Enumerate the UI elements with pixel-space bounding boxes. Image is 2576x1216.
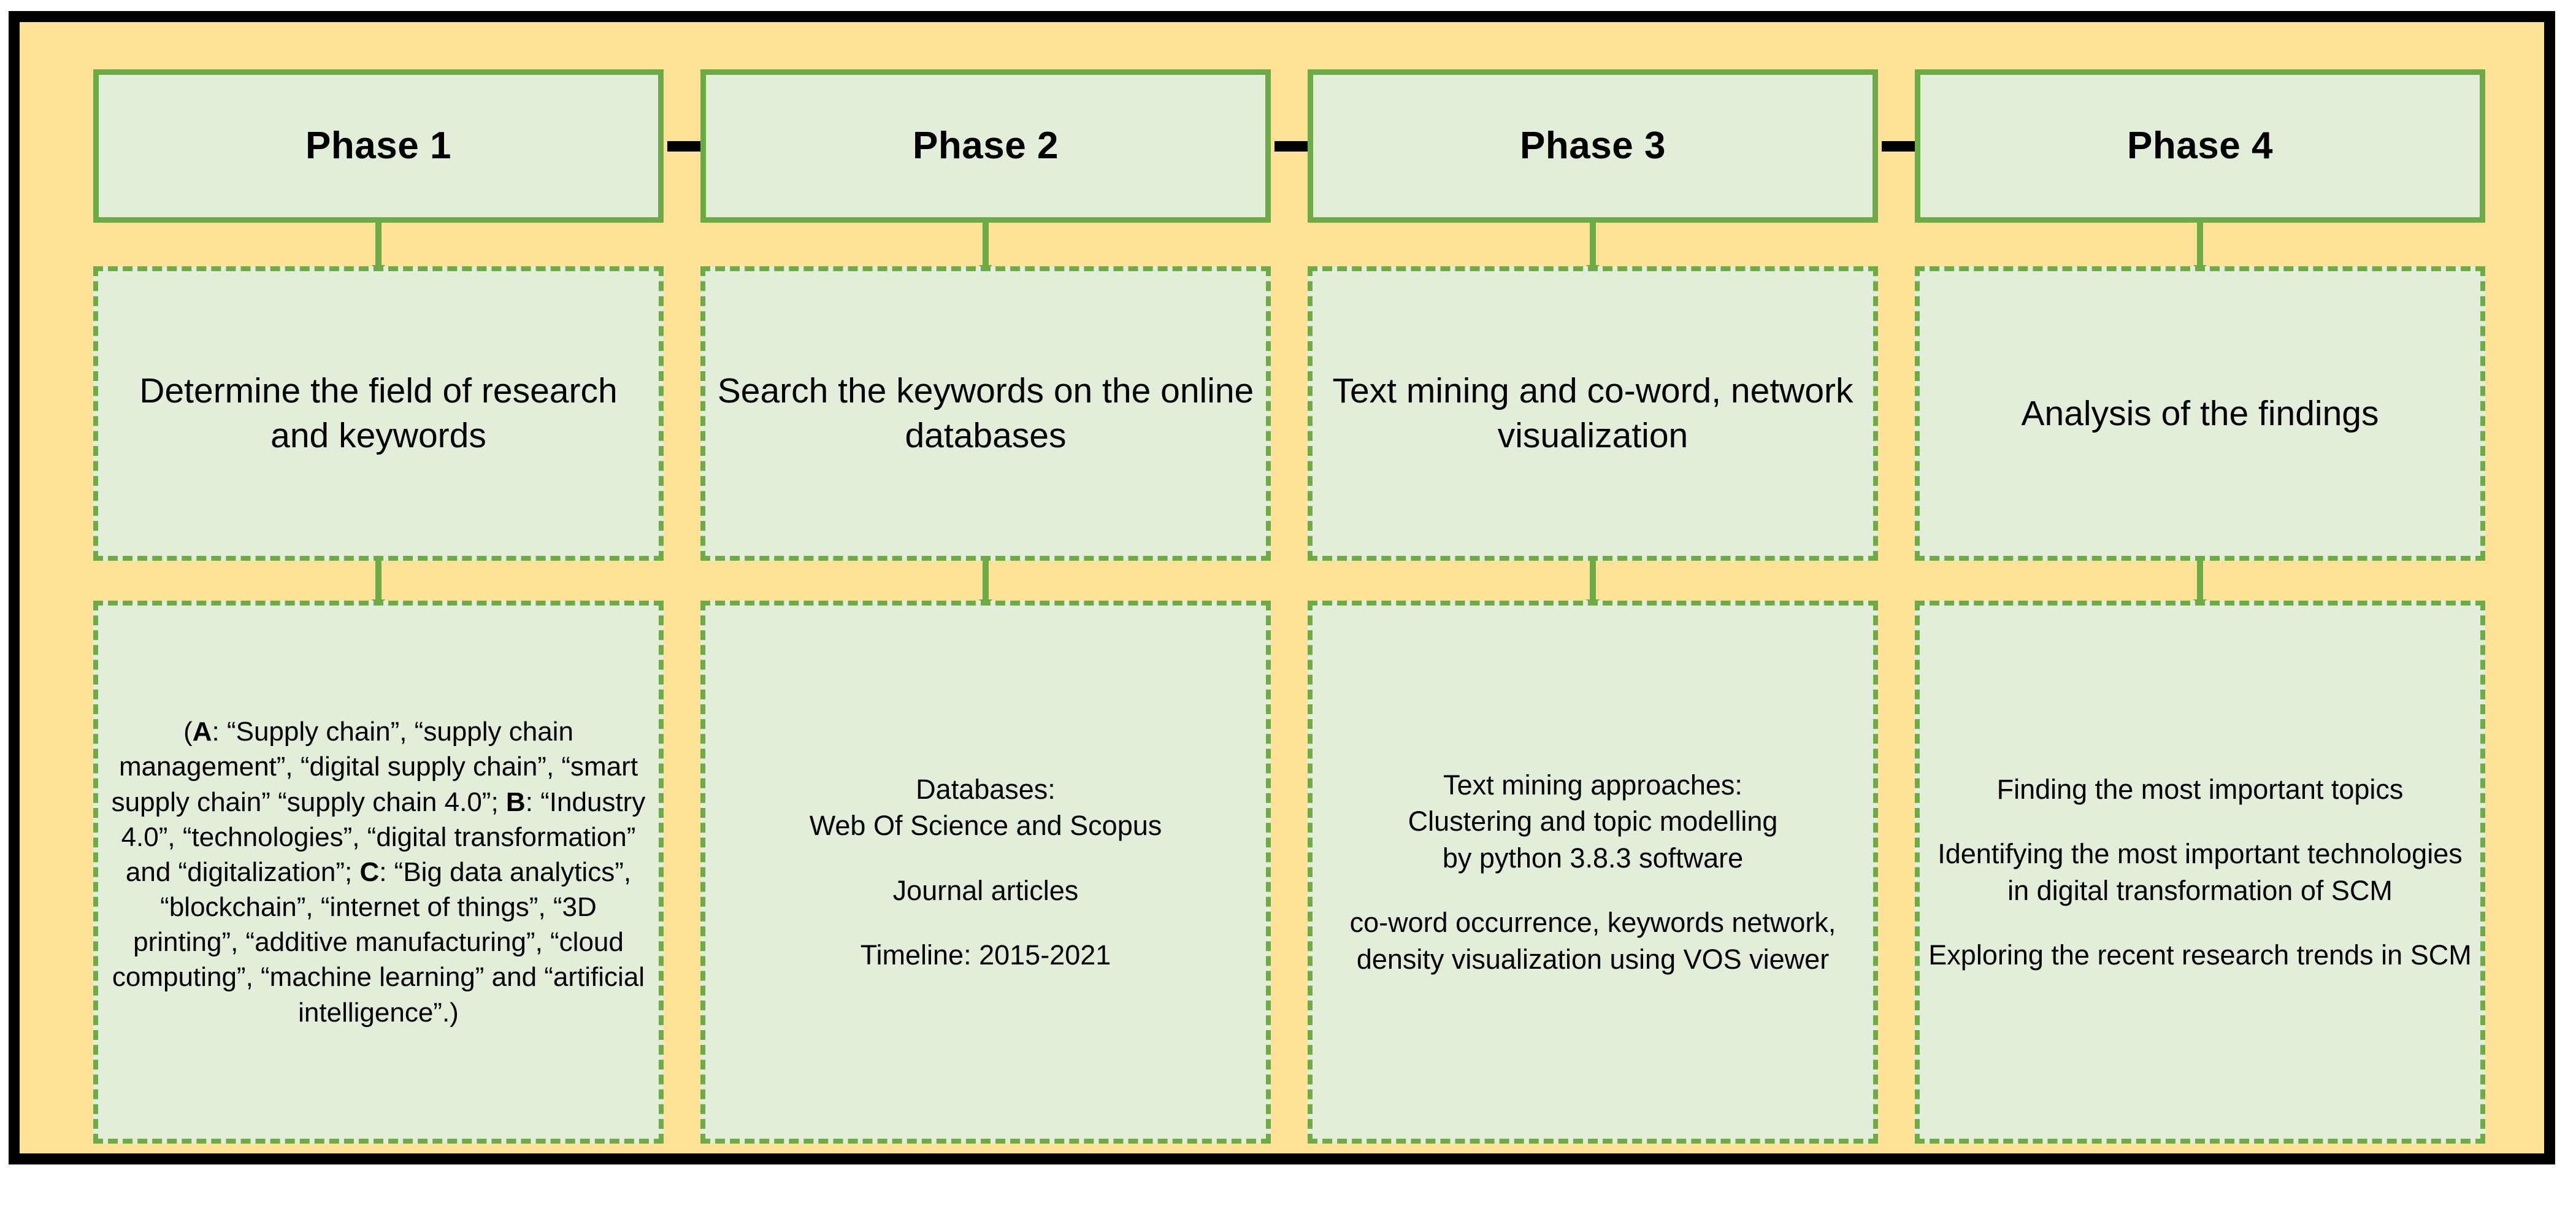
connector-header-to-activity-1 [375, 223, 381, 266]
activity-text-1: Determine the field of research and keyw… [139, 371, 618, 455]
detail-paragraph-text: (A: “Supply chain”, “supply chain manage… [111, 717, 646, 1028]
activity-text-4: Analysis of the findings [2021, 393, 2379, 433]
detail-paragraph-text: Identifying the most important technolog… [1938, 838, 2463, 906]
arrow-shaft [667, 140, 702, 152]
connector-activity-to-detail-4 [2197, 561, 2203, 601]
connector-header-to-activity-4 [2197, 223, 2203, 266]
detail-box-2[interactable]: Databases:Web Of Science and Scopus Jour… [700, 601, 1271, 1144]
activity-box-1[interactable]: Determine the field of research and keyw… [93, 266, 664, 561]
detail-paragraph: Databases:Web Of Science and Scopus [714, 771, 1257, 844]
detail-paragraph: Journal articles [714, 872, 1257, 909]
phase-column-1: Phase 1 Determine the field of research … [93, 22, 664, 1153]
detail-text-2: Databases:Web Of Science and Scopus Jour… [714, 771, 1257, 974]
detail-paragraph-text: Journal articles [892, 874, 1079, 906]
phase-header-label-1: Phase 1 [305, 125, 451, 167]
detail-paragraph-text: Exploring the recent research trends in … [1928, 939, 2472, 971]
detail-box-3[interactable]: Text mining approaches:Clustering and to… [1308, 601, 1878, 1144]
connector-header-to-activity-2 [983, 223, 989, 266]
phase-header-label-4: Phase 4 [2127, 125, 2273, 167]
detail-text-1: (A: “Supply chain”, “supply chain manage… [107, 714, 650, 1030]
phase-header-4[interactable]: Phase 4 [1915, 69, 2485, 223]
arrow-shaft [1882, 140, 1916, 152]
connector-activity-to-detail-1 [375, 561, 381, 601]
connector-header-to-activity-3 [1590, 223, 1596, 266]
detail-paragraph-text: Finding the most important topics [1996, 773, 2404, 805]
phase-column-3: Phase 3 Text mining and co-word, network… [1308, 22, 1878, 1153]
detail-paragraph-text: Text mining approaches:Clustering and to… [1408, 769, 1778, 874]
detail-text-4: Finding the most important topics Identi… [1928, 771, 2472, 974]
detail-paragraph-text: co-word occurrence, keywords network, de… [1349, 907, 1836, 975]
arrow-shaft [1275, 140, 1309, 152]
detail-paragraph: Exploring the recent research trends in … [1928, 937, 2472, 973]
connector-activity-to-detail-2 [983, 561, 989, 601]
activity-text-3: Text mining and co-word, network visuali… [1332, 371, 1853, 455]
phase-header-1[interactable]: Phase 1 [93, 69, 664, 223]
connector-activity-to-detail-3 [1590, 561, 1596, 601]
activity-box-3[interactable]: Text mining and co-word, network visuali… [1308, 266, 1878, 561]
phase-column-4: Phase 4 Analysis of the findings Finding… [1915, 22, 2485, 1153]
detail-text-3: Text mining approaches:Clustering and to… [1321, 767, 1865, 977]
detail-paragraph: Text mining approaches:Clustering and to… [1321, 767, 1865, 876]
activity-text-2: Search the keywords on the online databa… [717, 371, 1254, 455]
detail-paragraph: (A: “Supply chain”, “supply chain manage… [107, 714, 650, 1030]
detail-paragraph-text: Databases:Web Of Science and Scopus [809, 773, 1162, 842]
detail-paragraph: Finding the most important topics [1928, 771, 2472, 807]
phase-header-label-3: Phase 3 [1520, 125, 1666, 167]
detail-paragraph: Identifying the most important technolog… [1928, 836, 2472, 909]
detail-paragraph: co-word occurrence, keywords network, de… [1321, 904, 1865, 977]
phase-header-3[interactable]: Phase 3 [1308, 69, 1878, 223]
activity-box-2[interactable]: Search the keywords on the online databa… [700, 266, 1271, 561]
detail-paragraph-text: Timeline: 2015-2021 [860, 939, 1111, 971]
diagram-frame: Phase 1 Determine the field of research … [9, 11, 2555, 1164]
detail-box-1[interactable]: (A: “Supply chain”, “supply chain manage… [93, 601, 664, 1144]
phase-header-label-2: Phase 2 [913, 125, 1059, 167]
phase-column-2: Phase 2 Search the keywords on the onlin… [700, 22, 1271, 1153]
detail-paragraph: Timeline: 2015-2021 [714, 937, 1257, 973]
phase-header-2[interactable]: Phase 2 [700, 69, 1271, 223]
detail-box-4[interactable]: Finding the most important topics Identi… [1915, 601, 2485, 1144]
activity-box-4[interactable]: Analysis of the findings [1915, 266, 2485, 561]
